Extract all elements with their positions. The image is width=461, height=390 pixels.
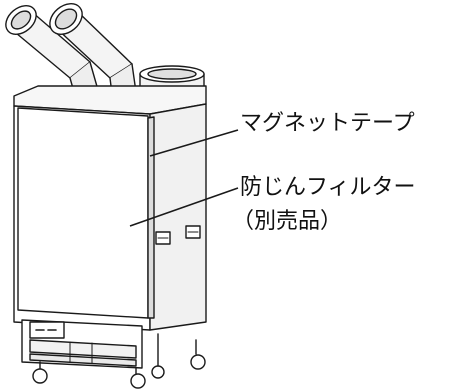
casters (32, 333, 206, 389)
exhaust-duct-left (5, 5, 99, 93)
dust-filter-label: 防じんフィルター (240, 175, 416, 200)
spot-cooler-drawing (5, 3, 207, 389)
base-section (21, 319, 143, 369)
caster-front-right (130, 373, 146, 389)
front-filter-panel (17, 107, 155, 319)
caster-front-left (32, 368, 48, 384)
dust-filter-leader (129, 187, 239, 227)
control-panel (29, 321, 65, 339)
caster-rear-mid (151, 365, 165, 379)
magnet-tape-leader (149, 129, 239, 157)
caster-rear-right (190, 354, 206, 370)
dust-filter-note: （別売品） (232, 209, 342, 234)
magnet-tape-label: マグネットテープ (240, 111, 415, 136)
